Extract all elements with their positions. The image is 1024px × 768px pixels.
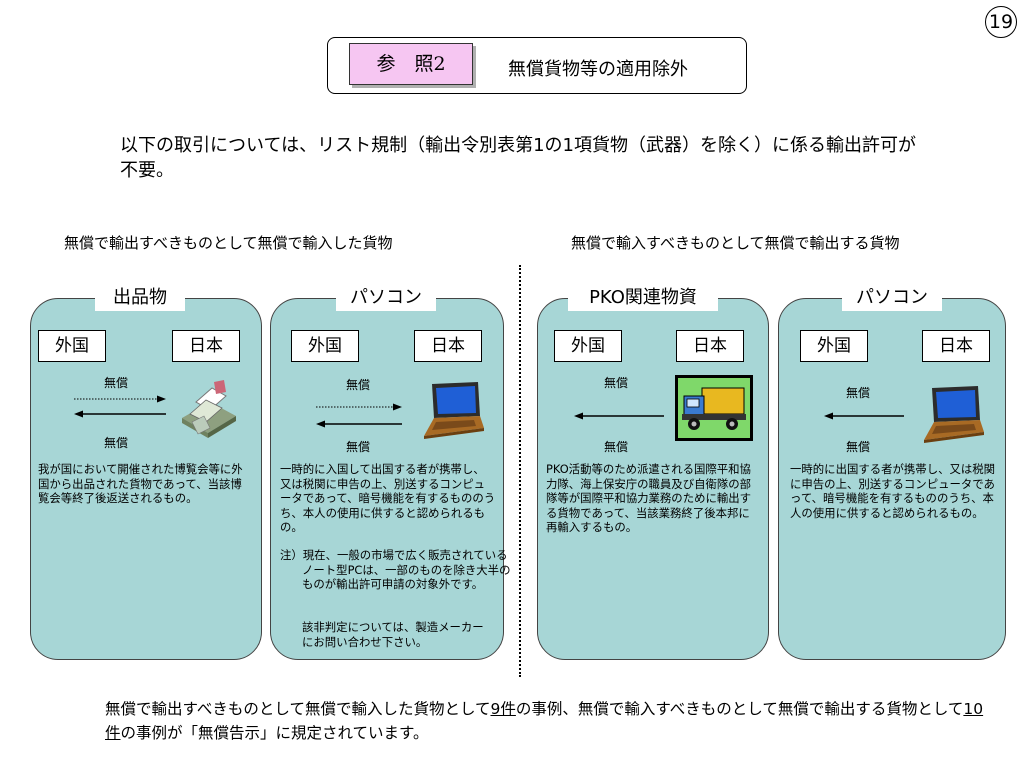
free-label-top: 無償 (846, 386, 871, 400)
foreign-label: 外国 (38, 330, 106, 362)
free-label-top: 無償 (346, 378, 371, 392)
panel-description: PKO活動等のため派遣される国際平和協力隊、海上保安庁の職員及び自衛隊の部隊等が… (546, 462, 752, 534)
japan-label: 日本 (172, 330, 240, 362)
foreign-label: 外国 (800, 330, 868, 362)
heading-free-import-for-export: 無償で輸出すべきものとして無償で輸入した貨物 (64, 234, 393, 252)
footer-summary: 無償で輸出すべきものとして無償で輸入した貨物として9件の事例、無償で輸入すべきも… (105, 697, 985, 745)
reference-tag: 参 照2 (349, 43, 473, 85)
footer-text-2: の事例、無償で輸入すべきものとして無償で輸出する貨物として (515, 700, 964, 718)
panel-description: 一時的に入国して出国する者が携帯し、又は税関に申告の上、別送するコンピュータであ… (280, 462, 496, 534)
laptop-icon (424, 382, 484, 439)
transfer-arrows (824, 412, 904, 420)
transfer-arrows (316, 403, 402, 428)
transfer-arrows (74, 395, 166, 418)
free-label-top: 無償 (604, 376, 629, 390)
truck-icon (675, 375, 753, 441)
panel-title: PKO関連物資 (568, 285, 718, 311)
foreign-label: 外国 (291, 330, 359, 362)
section-divider (519, 265, 521, 677)
panel-title: パソコン (842, 285, 942, 311)
intro-text: 以下の取引については、リスト規制（輸出令別表第1の1項貨物（武器）を除く）に係る… (120, 135, 916, 181)
heading-free-export-for-import: 無償で輸入すべきものとして無償で輸出する貨物 (571, 234, 900, 252)
page-number: 19 (985, 6, 1017, 38)
panel-title: 出品物 (95, 285, 185, 311)
footer-count-import: 10件 (105, 700, 984, 742)
panel-note-contact: 該非判定については、製造メーカーにお問い合わせ下さい。 (302, 620, 484, 649)
free-label-bottom: 無償 (604, 440, 629, 454)
free-label-bottom: 無償 (846, 440, 871, 454)
page-title: 無償貨物等の適用除外 (508, 59, 688, 80)
footer-count-export: 9件 (490, 700, 516, 718)
fax-machine-icon (182, 380, 236, 438)
transfer-arrows (574, 412, 664, 420)
foreign-label: 外国 (554, 330, 622, 362)
japan-label: 日本 (414, 330, 482, 362)
panel-title: パソコン (336, 285, 436, 311)
panel-note: 注）現在、一般の市場で広く販売されているノート型PCは、一部のものを除き大半のも… (280, 548, 511, 591)
panel-description: 一時的に出国する者が携帯し、又は税関に申告の上、別送するコンピュータであって、暗… (790, 462, 996, 520)
japan-label: 日本 (922, 330, 990, 362)
footer-text-3: の事例が「無償告示」に規定されています。 (120, 724, 429, 742)
japan-label: 日本 (676, 330, 744, 362)
footer-text-1: 無償で輸出すべきものとして無償で輸入した貨物として (105, 700, 491, 718)
free-label-bottom: 無償 (104, 436, 129, 450)
panel-description: 我が国において開催された博覧会等に外国から出品された貨物であって、当該博覧会等終… (38, 462, 243, 505)
free-label-bottom: 無償 (346, 440, 371, 454)
laptop-icon (924, 386, 984, 443)
free-label-top: 無償 (104, 376, 129, 390)
